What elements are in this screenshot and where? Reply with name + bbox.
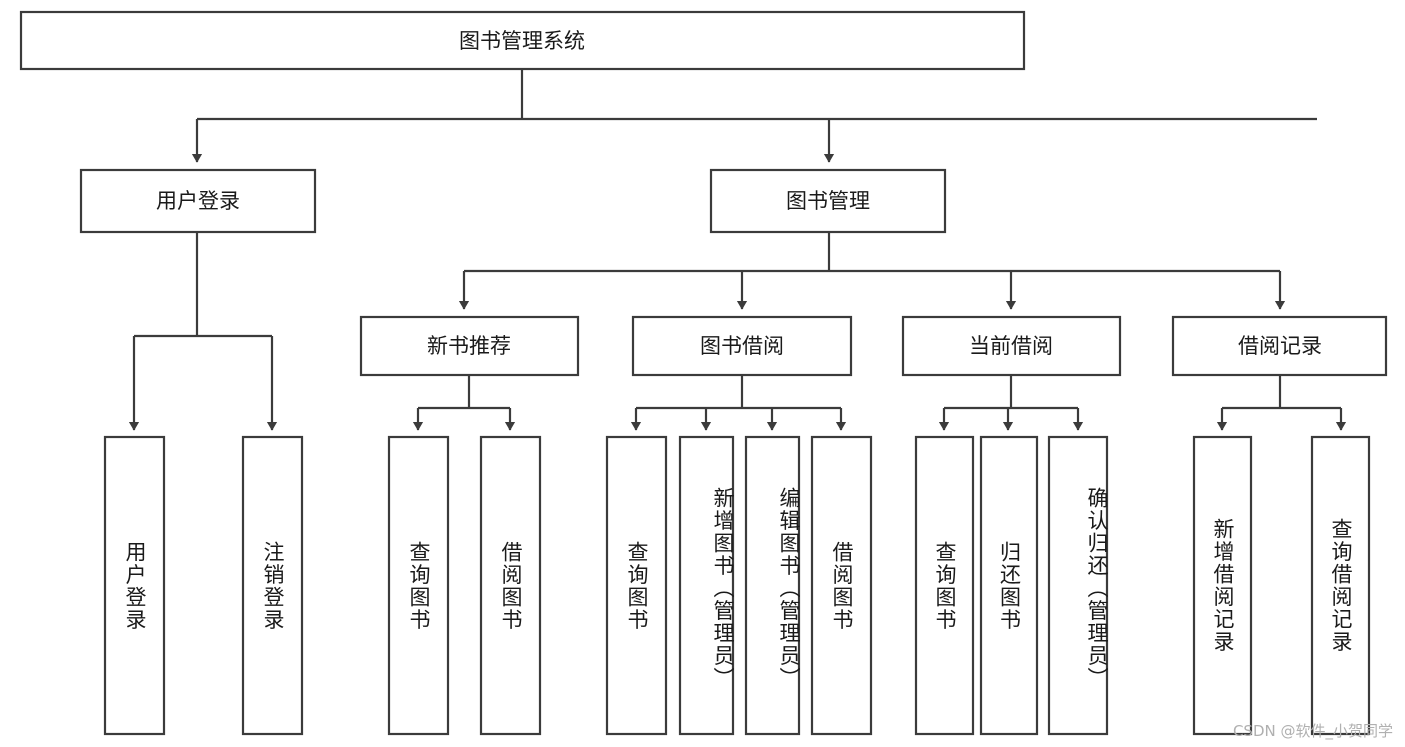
node-book-borrow-label: 图书借阅 [700,334,784,358]
node-leaf-query-book-3[interactable] [914,435,975,736]
connector-current-borrow-children [938,375,1084,431]
connector-book-borrow-children [630,375,847,431]
node-leaf-query-book-2[interactable] [605,435,668,736]
node-leaf-borrow-book-2[interactable] [810,435,873,736]
node-leaf-confirm-return[interactable] [1047,435,1109,736]
connector-new-book-recommend-children [412,375,516,431]
node-leaf-return-book[interactable] [979,435,1039,736]
node-root-label: 图书管理系统 [459,29,585,53]
node-leaf-borrow-book-1[interactable] [479,435,542,736]
node-leaf-edit-book[interactable] [744,435,801,736]
connector-book-manage-to-bus2 [458,232,1286,310]
node-book-manage-label: 图书管理 [786,189,870,213]
connector-borrow-record-children [1216,375,1347,431]
node-book-borrow[interactable] [631,315,853,377]
node-leaf-user-login[interactable] [103,435,166,736]
node-new-book-recommend-label: 新书推荐 [427,334,511,358]
node-borrow-record-label: 借阅记录 [1238,334,1322,358]
node-leaf-query-book-1[interactable] [387,435,450,736]
node-leaf-query-record[interactable] [1310,435,1371,736]
node-leaf-add-book[interactable] [678,435,735,736]
node-current-borrow[interactable] [901,315,1122,377]
connector-root-to-bus [197,69,1317,121]
node-leaf-add-record[interactable] [1192,435,1253,736]
node-new-book-recommend[interactable] [359,315,580,377]
connector-user-login-children [128,232,278,431]
watermark-text: CSDN @软件_小贺同学 [1232,722,1393,740]
node-current-borrow-label: 当前借阅 [969,334,1053,358]
node-borrow-record[interactable] [1171,315,1388,377]
node-book-manage[interactable] [709,168,947,234]
node-user-login-label: 用户登录 [156,189,240,213]
node-root[interactable] [19,10,1026,71]
node-leaf-logout-login[interactable] [241,435,304,736]
node-user-login[interactable] [79,168,317,234]
